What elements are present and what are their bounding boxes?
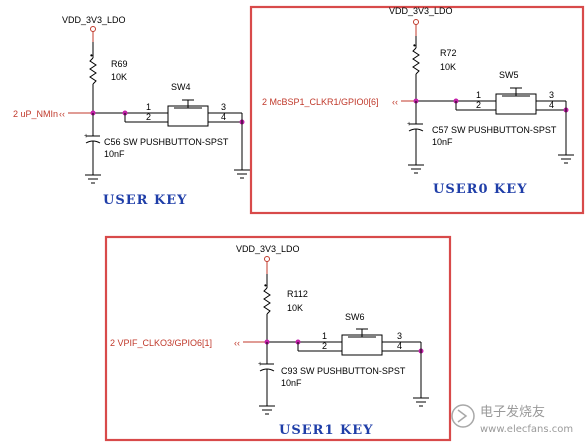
- ground-icon: [259, 405, 275, 415]
- capacitor-label: C93 SW PUSHBUTTON-SPST: [281, 366, 406, 376]
- user0-key-circuit: VDD_3V3_LDO • R72 10K 2 McBSP1_CLKR1/GPI…: [262, 6, 574, 197]
- switch-ref: SW6: [345, 312, 365, 322]
- pin-3: 3: [549, 90, 554, 100]
- resistor-value: 10K: [111, 72, 127, 82]
- ground-icon: [413, 397, 429, 407]
- power-label: VDD_3V3_LDO: [389, 6, 453, 16]
- capacitor-label: C57 SW PUSHBUTTON-SPST: [432, 125, 557, 135]
- ground-icon: [558, 154, 574, 164]
- pin-2: 2: [476, 100, 481, 110]
- pin-1: 1: [476, 90, 481, 100]
- circuit-title: USER0 KEY: [433, 182, 528, 197]
- resistor-ref: R112: [287, 289, 308, 299]
- pushbutton-switch-sw4: SW4: [167, 82, 209, 127]
- connector-arrows-icon: ‹‹: [59, 109, 65, 119]
- resistor-value: 10K: [287, 303, 303, 313]
- user0-key-highlight-box: [249, 5, 585, 215]
- ground-icon: [85, 174, 101, 184]
- pin-1: 1: [146, 102, 151, 112]
- pin-marker: •: [413, 41, 416, 50]
- capacitor-value: 10nF: [104, 149, 125, 159]
- circuit-title: USER1 KEY: [279, 423, 374, 438]
- watermark: 电子发烧友 www.elecfans.com: [451, 404, 573, 435]
- pushbutton-switch-sw6: SW6: [341, 312, 383, 356]
- power-connector-icon: [90, 26, 96, 32]
- switch-ref: SW5: [499, 70, 519, 80]
- watermark-title: 电子发烧友: [480, 404, 545, 420]
- resistor-r69: [89, 57, 97, 85]
- ground-icon: [234, 169, 250, 179]
- net-label: 2 VPIF_CLKO3/GPIO6[1]: [110, 338, 212, 348]
- power-connector-icon: [413, 19, 419, 25]
- connector-arrows-icon: ‹‹: [234, 338, 240, 348]
- svg-text:+: +: [258, 361, 262, 368]
- pin-4: 4: [549, 100, 554, 110]
- resistor-value: 10K: [440, 62, 456, 72]
- pushbutton-switch-sw5: SW5: [495, 70, 537, 115]
- resistor-ref: R72: [440, 48, 457, 58]
- circuit-title: USER KEY: [103, 193, 187, 208]
- switch-ref: SW4: [171, 82, 191, 92]
- pin-1: 1: [322, 331, 327, 341]
- capacitor-c93: +: [258, 361, 275, 372]
- connector-arrows-icon: ‹‹: [392, 97, 398, 107]
- watermark-url: www.elecfans.com: [480, 424, 573, 435]
- resistor-r72: [412, 47, 420, 75]
- user1-key-highlight-box: [104, 235, 452, 442]
- capacitor-value: 10nF: [281, 378, 302, 388]
- ground-icon: [408, 164, 424, 174]
- pin-4: 4: [397, 341, 402, 351]
- net-label: 2 McBSP1_CLKR1/GPIO0[6]: [262, 97, 379, 107]
- pin-4: 4: [221, 112, 226, 122]
- svg-text:+: +: [407, 121, 411, 128]
- capacitor-c56: +: [84, 133, 101, 144]
- pin-marker: •: [264, 281, 267, 290]
- pin-marker: •: [90, 51, 93, 60]
- capacitor-value: 10nF: [432, 137, 453, 147]
- pin-3: 3: [397, 331, 402, 341]
- resistor-ref: R69: [111, 59, 128, 69]
- capacitor-label: C56 SW PUSHBUTTON-SPST: [104, 137, 229, 147]
- power-connector-icon: [264, 256, 270, 262]
- power-label: VDD_3V3_LDO: [62, 15, 126, 25]
- capacitor-c57: +: [407, 121, 424, 132]
- svg-text:+: +: [84, 133, 88, 140]
- user1-key-circuit: VDD_3V3_LDO • R112 10K 2 VPIF_CLKO3/GPIO…: [110, 244, 429, 438]
- power-label: VDD_3V3_LDO: [236, 244, 300, 254]
- user-key-circuit: VDD_3V3_LDO • R69 10K 2 uP_NMIn ‹‹ 1 2 S…: [13, 15, 250, 208]
- resistor-r112: [263, 287, 271, 315]
- net-label: 2 uP_NMIn: [13, 109, 58, 119]
- pin-3: 3: [221, 102, 226, 112]
- pin-2: 2: [146, 112, 151, 122]
- pin-2: 2: [322, 341, 327, 351]
- watermark-logo-icon: [451, 404, 475, 428]
